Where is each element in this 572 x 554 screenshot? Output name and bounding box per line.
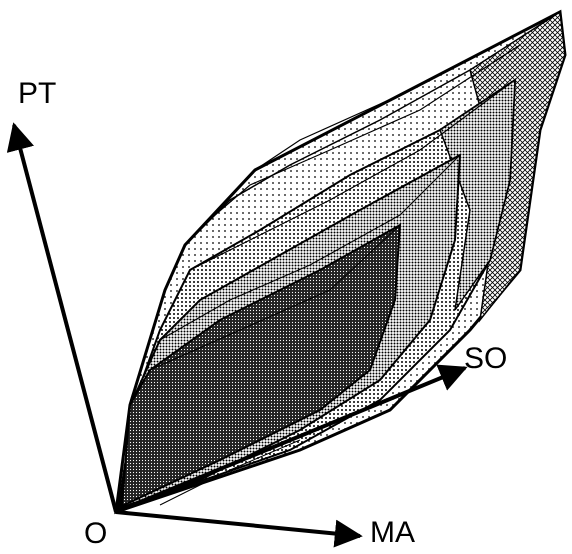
- ma-axis: [116, 512, 360, 536]
- origin-label: O: [84, 519, 107, 549]
- so-axis-label: SO: [464, 344, 507, 374]
- ma-axis-label: MA: [370, 518, 415, 548]
- pt-axis: [14, 125, 116, 512]
- pt-axis-label: PT: [18, 79, 56, 109]
